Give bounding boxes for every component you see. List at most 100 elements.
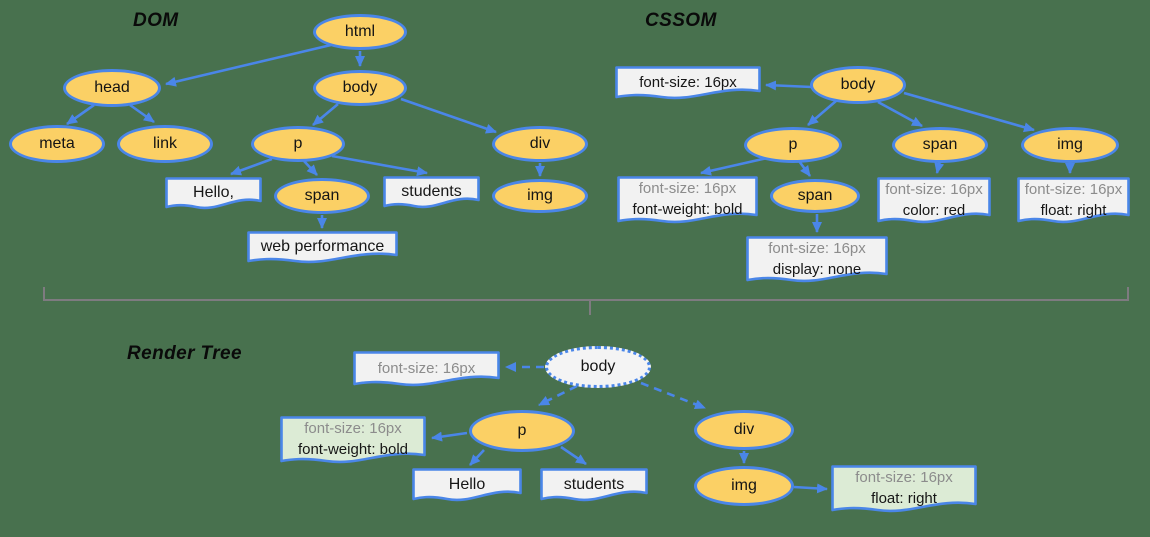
render-rule-img: font-size: 16px float: right (831, 465, 977, 520)
cssom-rule-p-span-text: font-size: 16px display: none (746, 236, 888, 281)
arrow-dom-body-to-dom-div (400, 97, 497, 134)
render-text-students: students (540, 468, 648, 509)
arrow-dom-p-to-dom-span (303, 160, 318, 176)
cssom-body: body (810, 66, 906, 104)
render-body: body (545, 346, 651, 388)
cssom-rule-p-span-line: display: none (772, 260, 862, 278)
arrow-dom-p-to-dom-text-students (331, 154, 428, 177)
render-rule-img-line: float: right (871, 490, 937, 507)
render-text-students-text: students (540, 468, 648, 500)
dom-link-label: link (152, 135, 177, 152)
render-text-hello-shape (412, 468, 522, 502)
arrow-dom-head-to-dom-link (129, 103, 155, 124)
arrow-dom-head-to-dom-meta (66, 103, 95, 126)
dom-text-web-performance-line: web performance (260, 238, 385, 255)
cssom-p-span: span (770, 179, 860, 213)
arrow-render-p-to-render-text-hello (469, 449, 485, 466)
arrow-render-body-to-render-p (538, 384, 578, 407)
dom-div: div (492, 126, 588, 162)
cssom-p: p (744, 127, 842, 163)
cssom-rule-body-text: font-size: 16px (615, 66, 761, 98)
section-title-cssom: CSSOM (645, 10, 717, 31)
render-p-label: p (517, 422, 527, 439)
dom-p-label: p (293, 135, 303, 152)
dom-img: img (492, 179, 588, 213)
render-rule-p-shape (280, 416, 426, 464)
dom-head: head (63, 69, 161, 107)
render-text-students-shape (540, 468, 648, 502)
cssom-rule-body-line: font-size: 16px (639, 73, 737, 91)
arrow-render-p-to-render-rule-p (431, 431, 468, 442)
dom-text-web-performance-text: web performance (247, 231, 398, 262)
render-rule-img-shape (831, 465, 977, 513)
dom-text-hello-shape (165, 177, 262, 210)
render-text-hello: Hello (412, 468, 522, 509)
render-text-hello-line: Hello (448, 475, 486, 493)
render-rule-p-line: font-weight: bold (297, 441, 409, 458)
dom-html: html (313, 14, 407, 50)
cssom-rule-body: font-size: 16px (615, 66, 761, 107)
dom-text-hello-text: Hello, (165, 177, 262, 208)
cssom-rule-p-span: font-size: 16px display: none (746, 236, 888, 290)
render-rule-body: font-size: 16px (353, 351, 500, 394)
render-rule-p: font-size: 16px font-weight: bold (280, 416, 426, 471)
render-rule-img-line: font-size: 16px (855, 469, 953, 486)
dom-span: span (274, 178, 370, 214)
dom-body-label: body (342, 79, 378, 96)
cssom-rule-body-shape (615, 66, 761, 100)
dom-html-label: html (344, 23, 376, 40)
cssom-rule-img-line: float: right (1040, 201, 1107, 219)
cssom-rule-span-line: font-size: 16px (885, 180, 983, 198)
render-rule-body-line: font-size: 16px (377, 359, 476, 377)
cssom-rule-p-line: font-size: 16px (638, 180, 737, 197)
cssom-rule-p-span-shape (746, 236, 888, 283)
render-rule-body-text: font-size: 16px (353, 351, 500, 385)
arrow-cssom-p-to-cssom-rule-p (700, 156, 768, 176)
arrow-render-body-to-render-div (640, 381, 706, 410)
render-div: div (694, 410, 794, 450)
render-text-students-line: students (563, 475, 625, 493)
render-rule-body-shape (353, 351, 500, 387)
dom-text-students: students (383, 176, 480, 216)
cssom-rule-img-shape (1017, 177, 1130, 224)
render-rule-img-text: font-size: 16px float: right (831, 465, 977, 511)
cssom-img: img (1021, 127, 1119, 163)
combine-bracket (43, 287, 1129, 315)
cssom-p-span-label: span (797, 187, 833, 204)
arrow-dom-p-to-dom-text-hello (230, 157, 273, 176)
dom-span-label: span (304, 187, 340, 204)
render-text-hello-text: Hello (412, 468, 522, 500)
cssom-p-label: p (788, 136, 798, 153)
arrow-cssom-body-to-cssom-rule-body (765, 80, 813, 91)
render-img-label: img (731, 477, 757, 494)
cssom-rule-span-text: font-size: 16px color: red (877, 177, 991, 222)
arrow-cssom-body-to-cssom-span (877, 100, 923, 128)
section-title-render-tree: Render Tree (127, 343, 242, 364)
dom-link: link (117, 125, 213, 163)
dom-p: p (251, 126, 345, 162)
arrow-render-p-to-render-text-students (560, 445, 587, 466)
cssom-body-label: body (840, 76, 876, 93)
dom-img-label: img (527, 187, 553, 204)
arrow-dom-body-to-dom-p (312, 103, 339, 126)
render-rule-p-line: font-size: 16px (304, 420, 402, 437)
section-title-dom: DOM (133, 10, 179, 31)
cssom-rule-span-line: color: red (902, 201, 966, 219)
dom-text-hello-line: Hello, (193, 184, 234, 201)
dom-text-hello: Hello, (165, 177, 262, 217)
render-body-label: body (580, 358, 616, 375)
render-div-label: div (733, 421, 755, 438)
dom-text-web-performance-shape (247, 231, 398, 264)
cssom-rule-p-span-line: font-size: 16px (768, 239, 866, 257)
cssom-img-label: img (1057, 136, 1083, 153)
arrow-cssom-body-to-cssom-p (807, 100, 837, 126)
arrow-render-img-to-render-rule-img (793, 483, 828, 494)
cssom-rule-span: font-size: 16px color: red (877, 177, 991, 231)
dom-text-web-performance: web performance (247, 231, 398, 271)
